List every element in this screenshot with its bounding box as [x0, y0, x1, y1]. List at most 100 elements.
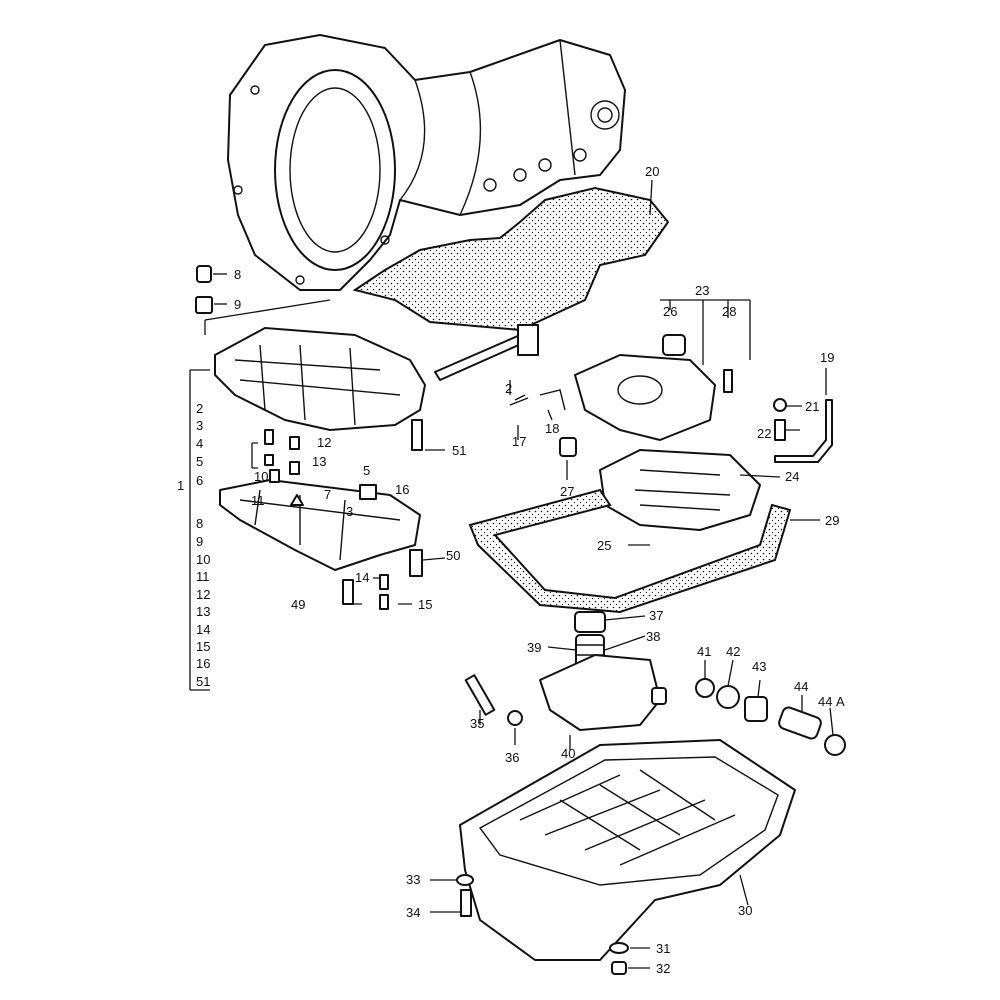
washer-33: [456, 874, 474, 886]
callout-29: 29: [825, 513, 839, 528]
callout-32: 32: [656, 961, 670, 976]
bolt-50: [409, 549, 423, 577]
gasket-20: [352, 186, 670, 332]
callout-list-4: 4: [196, 436, 203, 451]
callout-30: 30: [738, 903, 752, 918]
pin-14: [379, 574, 389, 590]
seal-44a: [824, 734, 846, 756]
washer-21: [773, 398, 787, 412]
callout-list-8: 8: [196, 516, 203, 531]
callout-37: 37: [649, 608, 663, 623]
callout-12: 12: [317, 435, 331, 450]
callout-10: 10: [254, 469, 268, 484]
callout-3: 3: [346, 504, 353, 519]
callout-7: 7: [324, 487, 331, 502]
callout-2: 2: [505, 381, 512, 396]
callout-19: 19: [820, 350, 834, 365]
callout-list-14: 14: [196, 622, 210, 637]
callout-list-10: 10: [196, 552, 210, 567]
callout-25: 25: [597, 538, 611, 553]
callout-16: 16: [395, 482, 409, 497]
callout-35: 35: [470, 716, 484, 731]
shift-plate-23: [574, 334, 733, 441]
spring-9: [195, 296, 213, 314]
callout-33: 33: [406, 872, 420, 887]
callout-11: 11: [251, 493, 265, 508]
callout-labels: 20 8 9 23 26 28 19 2 21 22 17 18 2 3 4 1…: [177, 164, 845, 976]
oil-filter-24: [599, 449, 761, 531]
callout-14: 14: [355, 570, 369, 585]
callout-list-12: 12: [196, 587, 210, 602]
callout-8: 8: [234, 267, 241, 282]
callout-17: 17: [512, 434, 526, 449]
callout-51: 51: [452, 443, 466, 458]
tube-19: [774, 399, 833, 463]
callout-24: 24: [785, 469, 799, 484]
callout-list-6: 6: [196, 473, 203, 488]
seal-37: [574, 611, 606, 633]
bolt-49: [342, 579, 354, 605]
plug-32: [611, 961, 627, 975]
shift-rod-2: [434, 334, 531, 381]
callout-43: 43: [752, 659, 766, 674]
callout-40: 40: [561, 746, 575, 761]
callout-20: 20: [645, 164, 659, 179]
callout-list-13: 13: [196, 604, 210, 619]
callout-18: 18: [545, 421, 559, 436]
callout-42: 42: [726, 644, 740, 659]
callout-28: 28: [722, 304, 736, 319]
callout-41: 41: [697, 644, 711, 659]
callout-1: 1: [177, 478, 184, 493]
nut-42: [716, 685, 740, 709]
bolt-35: [464, 674, 496, 716]
callout-list-5: 5: [196, 454, 203, 469]
callout-26: 26: [663, 304, 677, 319]
transmission-case: [227, 34, 626, 291]
valve-body-upper: [214, 327, 426, 431]
tube-44: [778, 706, 822, 740]
filter-screen-27: [559, 437, 577, 457]
callout-21: 21: [805, 399, 819, 414]
callout-list-11: 11: [196, 569, 210, 584]
callout-list-9: 9: [196, 534, 203, 549]
callout-13: 13: [312, 454, 326, 469]
washer-31: [609, 942, 629, 954]
bolt-22: [774, 419, 786, 441]
small-parts: [195, 265, 577, 610]
callout-50: 50: [446, 548, 460, 563]
callout-44a-number: 44: [818, 694, 832, 709]
callout-list-16: 16: [196, 656, 210, 671]
callout-39: 39: [527, 640, 541, 655]
callout-list-51: 51: [196, 674, 210, 689]
callout-list-3: 3: [196, 418, 203, 433]
pin-28: [723, 369, 733, 393]
callout-list-15: 15: [196, 639, 210, 654]
valve-body-lower: [219, 479, 421, 571]
callout-22: 22: [757, 426, 771, 441]
plug-26: [662, 334, 686, 356]
leader-lines: [189, 179, 834, 969]
bolt-51: [411, 419, 423, 451]
washer-36: [507, 710, 523, 726]
callout-23: 23: [695, 283, 709, 298]
pan-gasket-29: [468, 488, 792, 614]
callout-36: 36: [505, 750, 519, 765]
oil-pan-30: [459, 739, 796, 961]
callout-9: 9: [234, 297, 241, 312]
fitting-43: [744, 696, 768, 722]
callout-44: 44: [794, 679, 808, 694]
callout-44a-letter: A: [836, 694, 845, 709]
callout-15: 15: [418, 597, 432, 612]
callout-5: 5: [363, 463, 370, 478]
callout-31: 31: [656, 941, 670, 956]
callout-34: 34: [406, 905, 420, 920]
callout-49: 49: [291, 597, 305, 612]
ring-41: [695, 678, 715, 698]
bolt-34: [460, 889, 472, 917]
callout-38: 38: [646, 629, 660, 644]
callout-27: 27: [560, 484, 574, 499]
plug-8: [196, 265, 212, 283]
filter-housing-40: [539, 654, 667, 731]
